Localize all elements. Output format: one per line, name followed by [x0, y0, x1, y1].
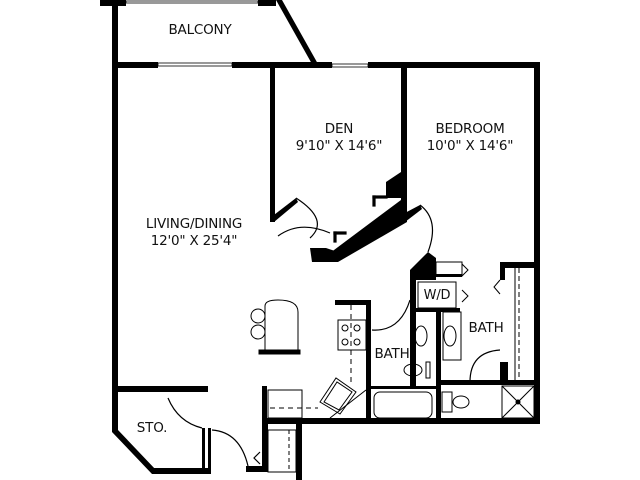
room-label-storage: STO. — [130, 420, 174, 437]
room-name: DEN — [324, 121, 354, 137]
room-label-balcony: BALCONY — [150, 22, 250, 39]
room-size: 9'10" X 14'6" — [295, 138, 383, 154]
room-label-bedroom: BEDROOM 10'0" X 14'6" — [408, 121, 532, 155]
room-name: BALCONY — [168, 22, 232, 38]
room-label-bath-2: BATH — [464, 320, 508, 337]
room-label-living-dining: LIVING/DINING 12'0" X 25'4" — [120, 216, 268, 250]
room-label-den: DEN 9'10" X 14'6" — [278, 121, 400, 155]
room-label-bath-1: BATH — [370, 346, 414, 363]
doors — [167, 195, 501, 467]
fixtures — [250, 261, 535, 473]
room-name: BATH — [468, 320, 504, 336]
room-name: BEDROOM — [435, 121, 505, 137]
room-size: 12'0" X 25'4" — [150, 233, 238, 249]
walls — [100, 0, 540, 480]
room-name: STO. — [136, 420, 168, 436]
room-name: LIVING/DINING — [145, 216, 243, 232]
room-size: 10'0" X 14'6" — [426, 138, 514, 154]
room-name: BATH — [374, 346, 410, 362]
room-name: W/D — [423, 288, 451, 303]
room-label-washer-dryer: W/D — [418, 287, 456, 304]
